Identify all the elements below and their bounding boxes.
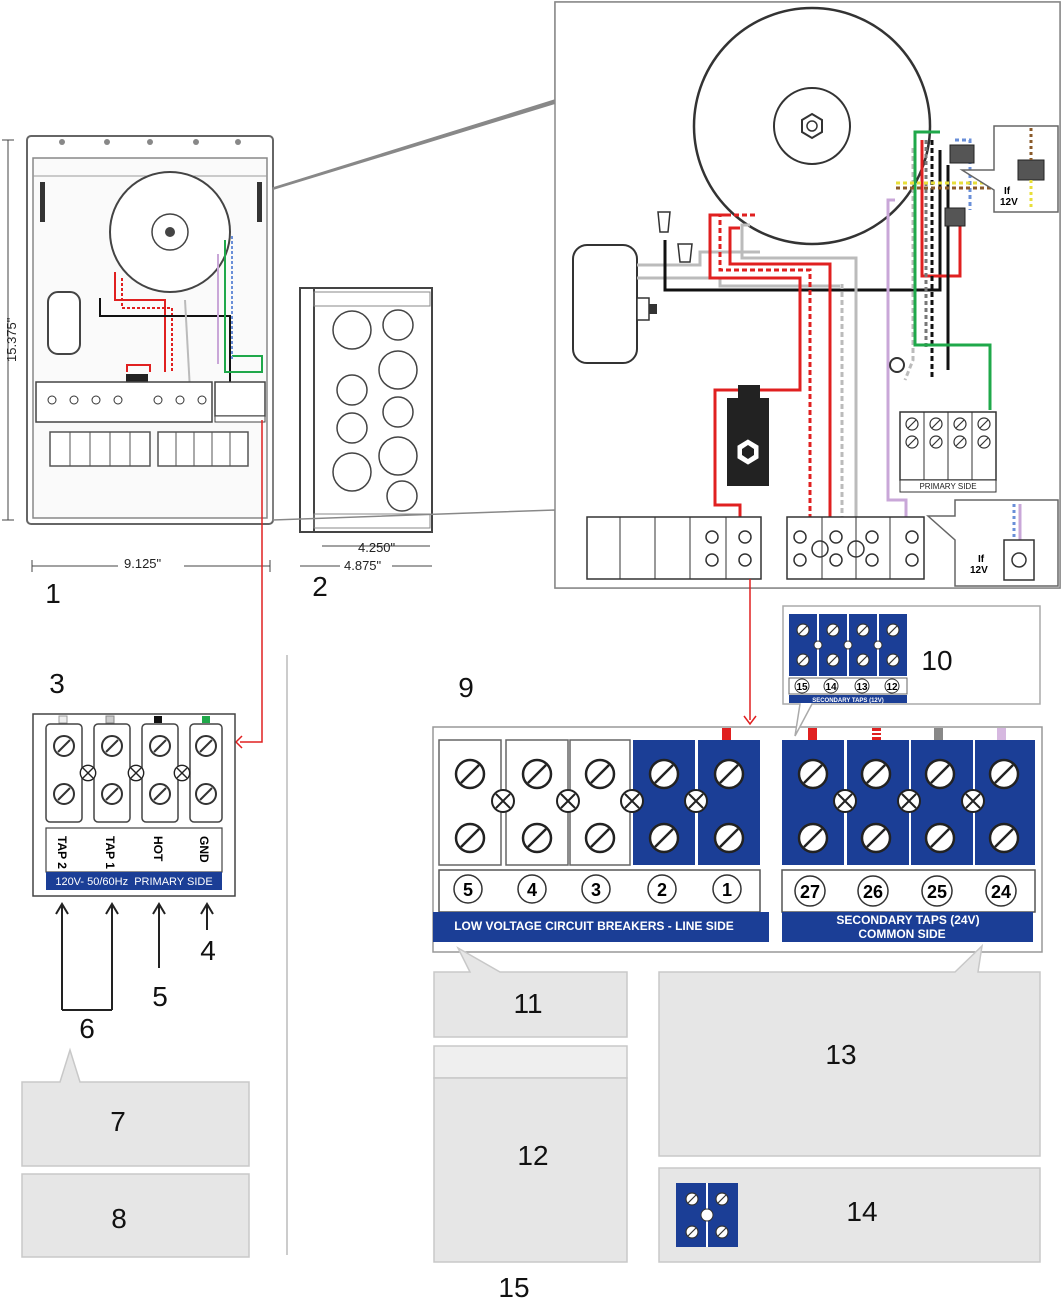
secondary-24v-number-badges: 27 26 25 24 bbox=[794, 875, 1017, 907]
callout-box-8 bbox=[21, 1173, 250, 1258]
callout-9: 9 bbox=[458, 672, 474, 703]
breaker-number-badges: 5 4 3 2 1 bbox=[453, 874, 742, 904]
callout-4: 4 bbox=[200, 935, 216, 966]
breaker-number: 3 bbox=[591, 880, 601, 900]
terminal-label-gnd: GND bbox=[197, 836, 211, 863]
arrow-head-icon bbox=[234, 735, 243, 749]
secondary-12v-callout: 15 14 13 12 SECONDARY TAPS (12V) bbox=[782, 605, 1041, 737]
side-inner-dimension: 4.250" bbox=[358, 540, 396, 555]
if-12v-top-line2: 12V bbox=[1000, 197, 1018, 208]
pointer-arrow bbox=[240, 420, 263, 743]
secondary-24v-number: 24 bbox=[991, 882, 1011, 902]
primary-arrows bbox=[55, 902, 214, 1011]
secondary-24v-number: 26 bbox=[863, 882, 883, 902]
callout-7: 7 bbox=[110, 1106, 126, 1137]
callout-box-7 bbox=[21, 1047, 250, 1167]
breaker-number: 5 bbox=[463, 880, 473, 900]
secondary-12v-caption: SECONDARY TAPS (12V) bbox=[812, 698, 884, 704]
secondary-24v-caption-line1: SECONDARY TAPS (24V) bbox=[836, 913, 979, 927]
secondary-12v-number: 12 bbox=[886, 682, 898, 693]
if-12v-bottom-line1: If bbox=[978, 554, 985, 565]
terminal-panel: LOW VOLTAGE CIRCUIT BREAKERS - LINE SIDE… bbox=[432, 726, 1043, 953]
callout-box-11 bbox=[433, 946, 628, 1038]
callout-10: 10 bbox=[921, 645, 952, 676]
enclosure-detail-view: PRIMARY SIDE If 12V bbox=[272, 1, 1061, 589]
width-dimension: 9.125" bbox=[124, 556, 162, 571]
arrow-head-icon-2 bbox=[743, 715, 757, 726]
secondary-12v-number: 14 bbox=[825, 682, 837, 693]
callout-2: 2 bbox=[312, 571, 328, 602]
callout-1: 1 bbox=[45, 578, 61, 609]
breaker-number: 2 bbox=[657, 880, 667, 900]
callout-3: 3 bbox=[49, 668, 65, 699]
primary-side-caption: 120V- 50/60Hz PRIMARY SIDE bbox=[55, 876, 212, 888]
callout-box-12 bbox=[433, 1077, 628, 1263]
if-12v-bottom-line2: 12V bbox=[970, 565, 988, 576]
callout-box-13 bbox=[658, 943, 1041, 1157]
enclosure-side-view: 4.250" 4.875" bbox=[299, 287, 433, 573]
if-12v-top-line1: If bbox=[1004, 186, 1011, 197]
callout-8: 8 bbox=[111, 1203, 127, 1234]
secondary-24v-number: 27 bbox=[800, 882, 820, 902]
primary-terminal-block: TAP 2 TAP 1 HOT GND 120V- 50/60Hz PRIMAR… bbox=[32, 713, 236, 897]
callout-box-12-header bbox=[433, 1045, 628, 1079]
secondary-24v-caption-line2: COMMON SIDE bbox=[858, 927, 945, 941]
secondary-12v-number: 13 bbox=[856, 682, 868, 693]
secondary-24v-number: 25 bbox=[927, 882, 947, 902]
height-dimension: 15.375" bbox=[4, 317, 19, 362]
enclosure-front-view: 15.375" 9.125" bbox=[2, 135, 274, 572]
side-outer-dimension: 4.875" bbox=[344, 558, 382, 573]
callout-15: 15 bbox=[498, 1272, 529, 1302]
callout-14: 14 bbox=[846, 1196, 877, 1227]
callout-13: 13 bbox=[825, 1039, 856, 1070]
small-primary-label: PRIMARY SIDE bbox=[919, 482, 976, 491]
callout-6: 6 bbox=[79, 1013, 95, 1044]
terminal-label-hot: HOT bbox=[151, 836, 165, 862]
breaker-number: 4 bbox=[527, 880, 537, 900]
breaker-caption: LOW VOLTAGE CIRCUIT BREAKERS - LINE SIDE bbox=[454, 919, 734, 933]
terminal-label-tap1: TAP 1 bbox=[103, 836, 117, 869]
breaker-number: 1 bbox=[722, 880, 732, 900]
terminal-label-tap2: TAP 2 bbox=[55, 836, 69, 869]
callout-numbers: 1 2 3 4 5 6 7 8 9 10 11 12 13 14 15 bbox=[45, 571, 952, 1302]
callout-11: 11 bbox=[513, 988, 542, 1019]
callout-5: 5 bbox=[152, 981, 168, 1012]
jumper-link-icon bbox=[676, 1183, 738, 1247]
callout-12: 12 bbox=[517, 1140, 548, 1171]
secondary-12v-number: 15 bbox=[796, 682, 808, 693]
